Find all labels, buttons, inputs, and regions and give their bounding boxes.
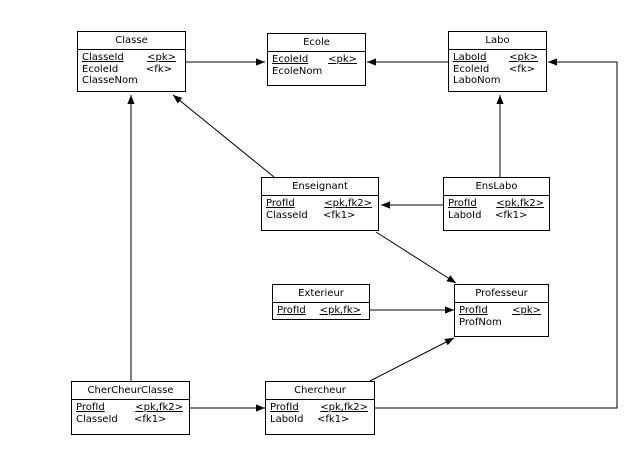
attribute-name: EcoleId [82,63,119,75]
attribute-key: <pk> [509,52,538,63]
attribute-row: EcoleNom [272,66,361,78]
attribute-key: <pk,fk2> [496,198,544,209]
attribute-row: ClasseId <fk1> [266,210,374,222]
entity-title: Professeur [455,285,548,303]
attribute-key: <pk> [147,52,176,63]
attribute-name: ProfId [76,402,105,413]
attribute-key: <fk> [508,63,535,75]
entity-title: Chercheur [266,382,374,400]
attribute-name: EcoleId [272,54,309,65]
entity-title: Exterieur [273,285,369,303]
attribute-row: LaboId <fk1> [448,210,545,222]
attribute-key: <fk1> [495,209,528,221]
attribute-row: ClasseNom [82,75,181,87]
entity-ecole[interactable]: Ecole EcoleId <pk> EcoleNom [267,33,366,86]
attribute-row: LaboId <fk1> [270,414,370,426]
link-chercheur-labo [375,58,618,409]
attribute-key: <fk1> [134,413,167,425]
attribute-row: EcoleId <pk> [272,54,361,66]
attribute-row: ProfNom [459,317,544,329]
attribute-name: ClasseId [266,209,308,221]
attribute-row: ProfId <pk,fk2> [270,402,370,414]
attribute-name: LaboId [448,209,482,221]
attribute-name: ProfId [459,305,488,316]
entity-professeur[interactable]: Professeur ProfId <pk> ProfNom [454,284,549,337]
attribute-row: ProfId <pk,fk> [277,305,365,317]
attribute-name: ProfId [277,305,306,316]
attribute-key: <pk,fk> [319,305,361,316]
attribute-key: <fk1> [317,413,350,425]
attribute-name: LaboNom [453,75,501,86]
attribute-row: ProfId <pk,fk2> [448,198,545,210]
attribute-name: EcoleId [453,63,490,75]
attribute-row: LaboId <pk> [453,52,542,64]
attribute-row: LaboNom [453,75,542,87]
attribute-name: ProfNom [459,316,502,328]
entity-title: Ecole [268,34,365,52]
attribute-name: ProfId [448,198,477,209]
attribute-key: <fk> [145,63,172,75]
entity-enseignant[interactable]: Enseignant ProfId <pk,fk2> ClasseId <fk1… [261,177,379,231]
attribute-name: EcoleNom [272,65,323,77]
attribute-key: <pk,fk2> [320,402,368,413]
attribute-name: LaboId [270,413,304,425]
attribute-name: ProfId [270,402,299,413]
link-enseignant-professeur [375,231,457,284]
entity-title: EnsLabo [444,178,549,196]
attribute-name: ClasseId [82,52,124,63]
entity-chercheur[interactable]: Chercheur ProfId <pk,fk2> LaboId <fk1> [265,381,375,435]
attribute-row: EcoleId <fk> [453,64,542,76]
attribute-name: LaboId [453,52,487,63]
entity-title: CherCheurClasse [72,382,189,400]
link-enseignant-classe [172,94,275,178]
attribute-key: <fk1> [323,209,356,221]
attribute-name: ClasseId [76,413,118,425]
attribute-key: <pk> [512,305,541,316]
entity-chercheurclasse[interactable]: CherCheurClasse ProfId <pk,fk2> ClasseId… [71,381,190,435]
entity-title: Classe [78,32,185,50]
attribute-row: ClasseId <fk1> [76,414,185,426]
attribute-row: ClasseId <pk> [82,52,181,64]
attribute-row: ProfId <pk,fk2> [76,402,185,414]
entity-labo[interactable]: Labo LaboId <pk> EcoleId <fk> LaboNom [448,31,547,92]
link-chercheur-professeur [369,337,455,382]
entity-enslabo[interactable]: EnsLabo ProfId <pk,fk2> LaboId <fk1> [443,177,550,231]
attribute-key: <pk> [328,54,357,65]
entity-title: Labo [449,32,546,50]
entity-title: Enseignant [262,178,378,196]
entity-classe[interactable]: Classe ClasseId <pk> EcoleId <fk> Classe… [77,31,186,92]
attribute-row: EcoleId <fk> [82,64,181,76]
attribute-name: ProfId [266,198,295,209]
attribute-row: ProfId <pk> [459,305,544,317]
attribute-key: <pk,fk2> [324,198,372,209]
attribute-name: ClasseNom [82,75,138,86]
attribute-row: ProfId <pk,fk2> [266,198,374,210]
entity-exterieur[interactable]: Exterieur ProfId <pk,fk> [272,284,370,320]
attribute-key: <pk,fk2> [135,402,183,413]
